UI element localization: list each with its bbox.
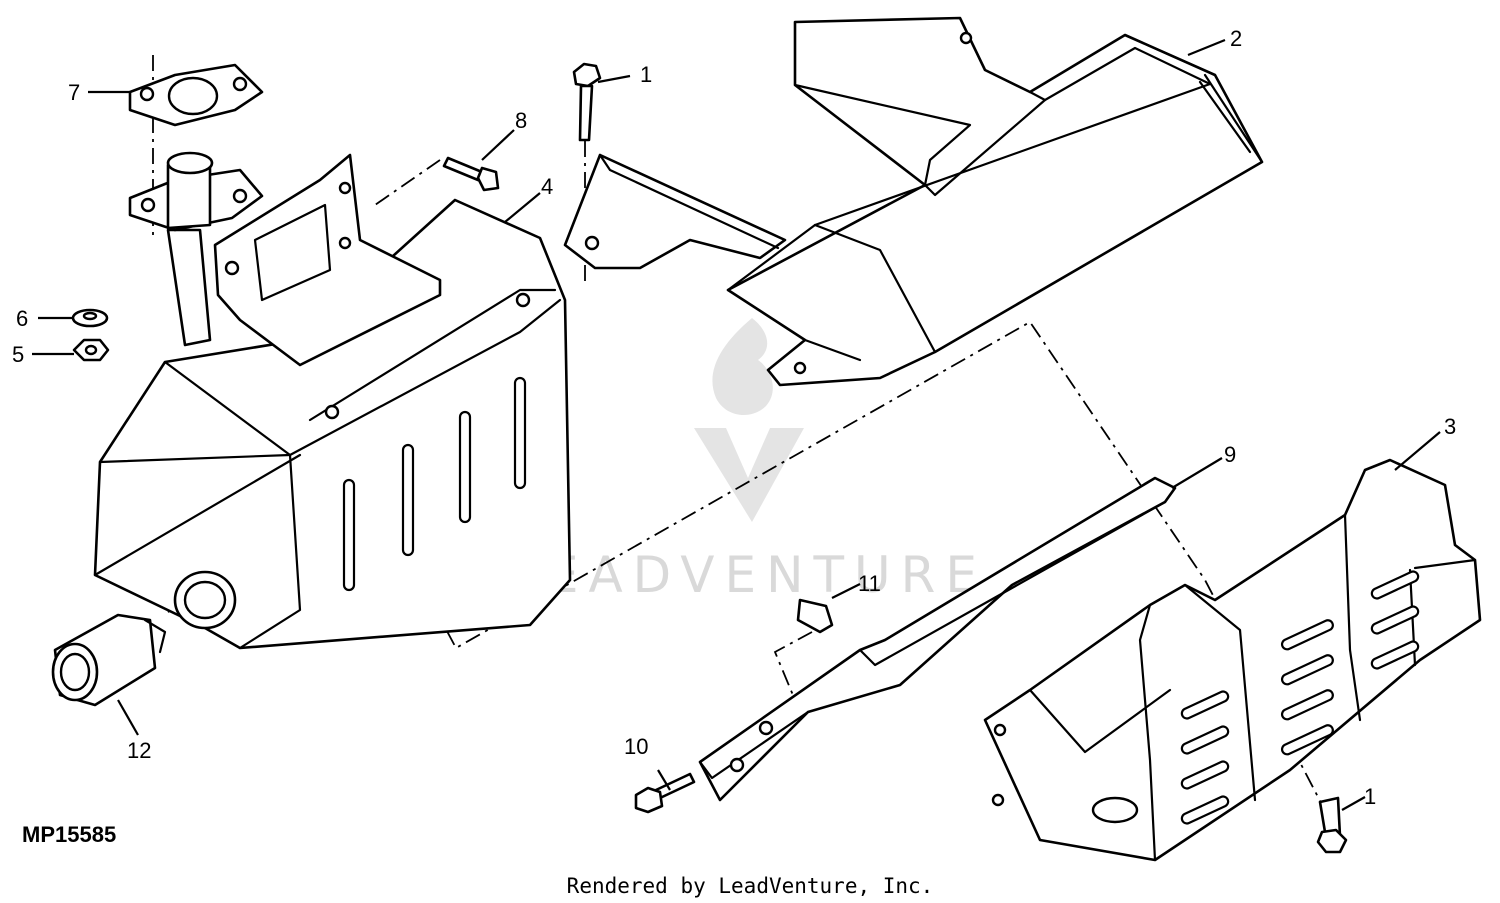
leader-lines (32, 38, 1441, 811)
callouts: 1 2 3 4 5 6 7 8 9 10 11 12 1 (12, 26, 1456, 809)
callout-7: 7 (68, 80, 80, 105)
callout-1-upper: 1 (640, 62, 652, 87)
watermark-text: LEADVENTURE (509, 546, 987, 604)
callout-1-lower: 1 (1364, 784, 1376, 809)
centerline-bolt-8 (374, 159, 441, 206)
muffler (93, 153, 572, 650)
callout-5: 5 (12, 342, 24, 367)
exhaust-elbow (128, 151, 264, 232)
inlet-pipe (166, 228, 212, 347)
centerline-clip (773, 631, 813, 701)
figure-id: MP15585 (22, 822, 116, 847)
shield-bracket (698, 476, 1177, 802)
watermark: LEADVENTURE (509, 318, 987, 604)
callout-8: 8 (515, 108, 527, 133)
watermark-v-icon (694, 428, 804, 522)
hardware-small (71, 308, 110, 362)
watermark-flame-icon (712, 318, 773, 416)
gasket (128, 63, 264, 127)
tail-pipe (51, 613, 167, 707)
bolt-8 (442, 156, 500, 192)
callout-3: 3 (1444, 414, 1456, 439)
upper-heat-shield (563, 16, 1264, 387)
callout-2: 2 (1230, 26, 1242, 51)
muffler-guard (983, 458, 1482, 862)
bolt-10 (634, 772, 696, 814)
callout-4: 4 (541, 174, 553, 199)
callout-6: 6 (16, 306, 28, 331)
callout-9: 9 (1224, 442, 1236, 467)
left-bracket-tab (563, 153, 787, 270)
callout-10: 10 (624, 734, 648, 759)
callout-12: 12 (127, 738, 151, 763)
bolt-1-upper (572, 62, 602, 142)
clip-11 (796, 598, 834, 634)
bolt-1-lower (1316, 796, 1348, 854)
callout-11: 11 (858, 571, 881, 596)
exhaust-flange-plate (213, 153, 442, 367)
footer-credit: Rendered by LeadVenture, Inc. (567, 874, 934, 898)
